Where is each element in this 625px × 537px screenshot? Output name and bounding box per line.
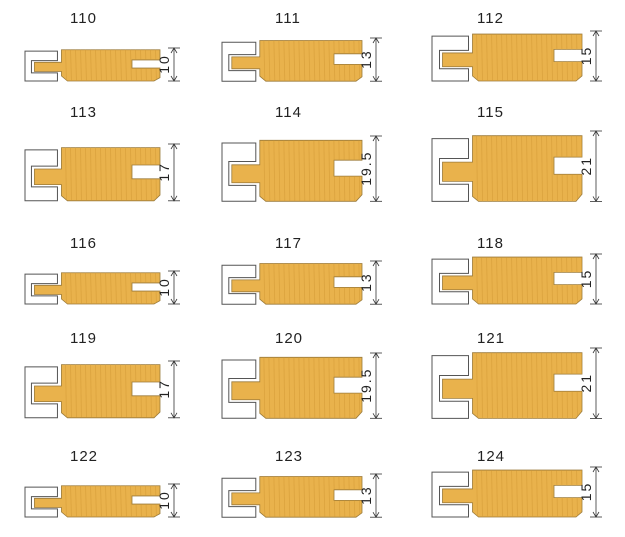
dimension-label: 13 <box>358 485 374 505</box>
profile-drawing: 19.5 <box>221 351 382 419</box>
profile-code-label: 119 <box>70 330 97 347</box>
profile-drawing: 15 <box>431 466 602 518</box>
profile-code-label: 114 <box>275 104 302 121</box>
dimension-line <box>370 260 382 305</box>
dimension-label: 17 <box>156 379 172 399</box>
mating-piece <box>431 471 469 518</box>
mating-piece <box>221 41 257 82</box>
dimension-line <box>370 37 382 82</box>
dimension-line <box>590 253 602 305</box>
profile-code-label: 123 <box>275 448 304 465</box>
mating-piece <box>221 477 257 518</box>
dimension-label: 17 <box>156 162 172 182</box>
dimension-line <box>168 47 180 82</box>
profile-drawing: 19.5 <box>221 134 382 202</box>
mating-piece <box>431 258 469 305</box>
dimension-label: 15 <box>578 46 594 66</box>
dimension-label: 21 <box>578 156 594 176</box>
profile-drawing: 15 <box>431 30 602 82</box>
profile-drawing: 21 <box>431 346 602 419</box>
profile-code-label: 113 <box>70 104 97 121</box>
profile-code-label: 111 <box>275 10 301 27</box>
dimension-line <box>370 134 382 202</box>
mating-piece <box>221 264 257 305</box>
dimension-line <box>168 143 180 202</box>
dimension-line <box>590 346 602 419</box>
dimension-line <box>590 466 602 518</box>
dimension-label: 21 <box>578 373 594 393</box>
profile-code-label: 117 <box>275 235 302 252</box>
mating-piece <box>24 366 58 419</box>
mating-piece <box>431 137 469 202</box>
dimension-label: 13 <box>358 272 374 292</box>
profile-code-label: 124 <box>477 448 506 465</box>
mating-piece <box>221 359 257 419</box>
profile-code-label: 118 <box>477 235 504 252</box>
dimension-line <box>168 360 180 419</box>
dimension-label: 10 <box>156 490 172 510</box>
profile-drawing: 15 <box>431 253 602 305</box>
dimension-label: 19.5 <box>358 150 374 185</box>
profile-drawing: 10 <box>24 270 180 305</box>
mating-piece <box>24 273 58 305</box>
profile-code-label: 115 <box>477 104 504 121</box>
profile-drawing: 13 <box>221 473 382 518</box>
mating-piece <box>24 50 58 82</box>
dimension-label: 15 <box>578 482 594 502</box>
profile-code-label: 121 <box>477 330 506 347</box>
profile-drawing: 21 <box>431 129 602 202</box>
mating-piece <box>24 149 58 202</box>
dimension-line <box>370 473 382 518</box>
dimension-line <box>590 129 602 202</box>
profile-drawing: 13 <box>221 260 382 305</box>
dimension-line <box>590 30 602 82</box>
mating-piece <box>221 142 257 202</box>
dimension-label: 13 <box>358 49 374 69</box>
dimension-line <box>370 351 382 419</box>
dimension-label: 10 <box>156 277 172 297</box>
dimension-label: 19.5 <box>358 367 374 402</box>
profile-drawing: 13 <box>221 37 382 82</box>
profile-drawing: 10 <box>24 47 180 82</box>
profile-code-label: 112 <box>477 10 504 27</box>
profile-code-label: 120 <box>275 330 304 347</box>
dimension-line <box>168 483 180 518</box>
mating-piece <box>431 354 469 419</box>
profile-code-label: 122 <box>70 448 99 465</box>
profile-drawing: 17 <box>24 143 180 202</box>
dimension-label: 10 <box>156 54 172 74</box>
mating-piece <box>431 35 469 82</box>
mating-piece <box>24 486 58 518</box>
dimension-line <box>168 270 180 305</box>
profile-drawing: 17 <box>24 360 180 419</box>
profile-code-label: 110 <box>70 10 97 27</box>
dimension-label: 15 <box>578 269 594 289</box>
profile-code-label: 116 <box>70 235 97 252</box>
profile-drawing: 10 <box>24 483 180 518</box>
